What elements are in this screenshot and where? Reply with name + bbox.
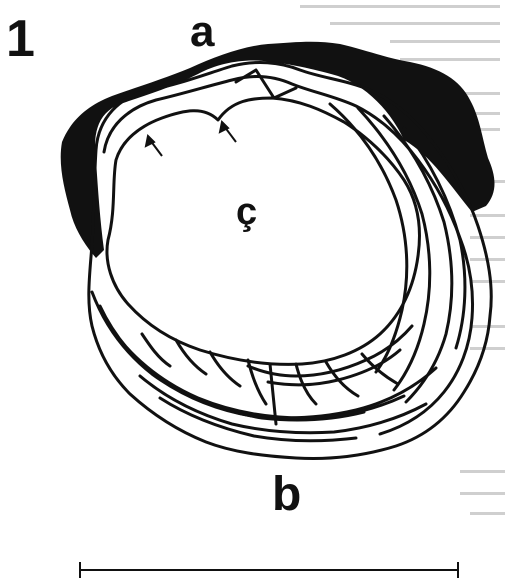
label-a: a: [190, 7, 215, 56]
growth-line-1: [330, 104, 407, 372]
umbo-notch: [236, 70, 296, 98]
interior-chamber: [107, 98, 419, 364]
scale-bar: [80, 562, 458, 578]
panel-number: 1: [6, 10, 35, 68]
arrows: [146, 122, 236, 156]
attachment-area-black: [61, 42, 495, 258]
label-b: b: [272, 468, 301, 521]
label-c: ç: [236, 191, 257, 233]
lower-margin-3: [120, 340, 404, 418]
